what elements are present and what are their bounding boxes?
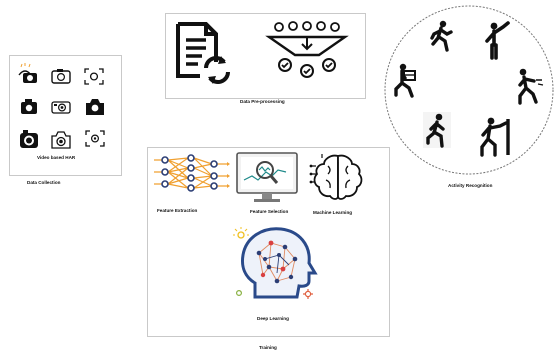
carrying-box-person-icon (394, 63, 416, 98)
head-network-icon (233, 227, 318, 299)
activity-recognition-caption: Activity Recognition (448, 183, 493, 188)
kicking-person-icon (518, 68, 544, 105)
camera-icon (20, 130, 38, 148)
pointing-person-icon (485, 21, 510, 60)
data-preprocessing-caption: Data Pre-processing (240, 99, 285, 104)
camera-icon (51, 69, 71, 84)
gear-icon (303, 289, 313, 299)
camera-icon (51, 131, 71, 149)
running-person-icon (423, 112, 451, 148)
lightbulb-icon (233, 227, 249, 239)
neural-network-icon (154, 154, 230, 192)
stick-person-icon (480, 117, 510, 157)
camera-icon (51, 101, 71, 114)
camera-icon (86, 99, 104, 115)
document-sync-icon (176, 22, 230, 84)
data-collection-caption: Data Collection (27, 180, 61, 185)
machine-learning-caption: Machine Learning (313, 210, 353, 215)
brain-circuit-icon (309, 154, 363, 200)
video-har-caption: Video based HAR (37, 155, 76, 160)
filter-funnel-icon (265, 21, 349, 78)
monitor-search-icon (236, 152, 298, 202)
camera-grid (18, 63, 105, 149)
deep-learning-caption: Deep Learning (257, 316, 289, 321)
camera-icon (18, 63, 37, 83)
feature-selection-caption: Feature Selection (250, 209, 289, 214)
camera-icon (84, 68, 104, 85)
camera-icon (85, 130, 105, 147)
walking-person-icon (430, 20, 453, 52)
training-caption: Training (259, 345, 277, 350)
camera-icon (21, 99, 37, 114)
feature-extraction-caption: Feature Extraction (157, 208, 198, 213)
